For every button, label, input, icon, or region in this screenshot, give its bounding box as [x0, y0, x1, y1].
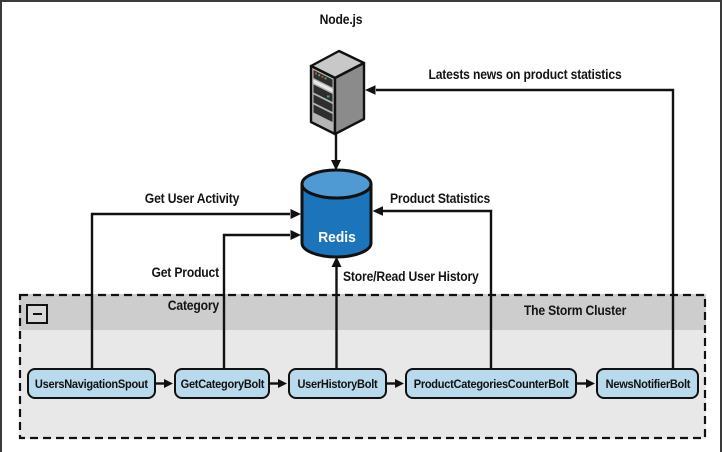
server-icon	[309, 49, 366, 136]
storm-cluster-header	[19, 294, 706, 330]
led-green	[324, 77, 327, 80]
edge-label-get-user-activity: Get User Activity	[144, 191, 240, 206]
edge-get-user-activity	[90, 212, 290, 370]
bolt-label: ProductCategoriesCounterBolt	[413, 376, 569, 391]
node-get-category-bolt: GetCategoryBolt	[174, 368, 270, 399]
connector-lines	[90, 88, 675, 385]
edge-product-statistics	[383, 209, 493, 370]
bolt-label: UserHistoryBolt	[297, 376, 378, 391]
storm-cluster-title: The Storm Cluster	[523, 303, 627, 318]
storm-cluster-dashed-border	[18, 293, 707, 440]
arrow-bolt-2	[278, 379, 287, 388]
edge-label-latest-news: Latests news on product statistics	[428, 67, 622, 82]
database-cylinder-icon	[300, 168, 373, 259]
arrow-bolt-3	[395, 379, 404, 388]
arrow-into-nodejs	[365, 85, 376, 95]
nodejs-label: Node.js	[319, 12, 363, 27]
minus-bar	[32, 312, 42, 316]
node-user-history-bolt: UserHistoryBolt	[288, 368, 387, 399]
edge-label-line2: Category	[167, 297, 219, 313]
arrow-into-redis-top	[331, 160, 341, 171]
edge-label-product-statistics: Product Statistics	[390, 191, 491, 206]
arrow-bolt-1	[164, 379, 173, 388]
arrowheads	[164, 85, 595, 388]
led-green	[318, 74, 321, 77]
arrow-into-redis-right	[372, 206, 383, 216]
server-drive-bays	[313, 70, 333, 122]
arrow-into-redis-left1	[290, 209, 301, 219]
edge-get-product-category	[222, 233, 290, 370]
edge-label-get-product-category: Get Product Category	[111, 248, 219, 314]
led-red	[321, 75, 324, 78]
redis-label: Redis	[318, 230, 356, 246]
arrow-bolt-4	[586, 379, 595, 388]
arrow-into-redis-bottom	[331, 256, 342, 267]
bolt-label: UsersNavigationSpout	[35, 376, 148, 391]
collapse-minus-icon	[26, 304, 48, 324]
edge-label-line1: Get Product	[151, 264, 219, 280]
led-red	[315, 72, 317, 75]
node-news-notifier-bolt: NewsNotifierBolt	[596, 368, 699, 399]
node-product-categories-counter-bolt: ProductCategoriesCounterBolt	[405, 368, 577, 399]
storm-cluster-box	[19, 294, 706, 439]
led-green	[327, 95, 330, 98]
node-users-navigation-spout: UsersNavigationSpout	[27, 368, 156, 399]
bolt-label: GetCategoryBolt	[180, 376, 264, 391]
bolt-label: NewsNotifierBolt	[605, 376, 690, 391]
edge-label-store-read-history: Store/Read User History	[343, 269, 479, 284]
arrow-into-redis-left2	[290, 230, 301, 240]
edge-latest-news	[376, 88, 675, 370]
